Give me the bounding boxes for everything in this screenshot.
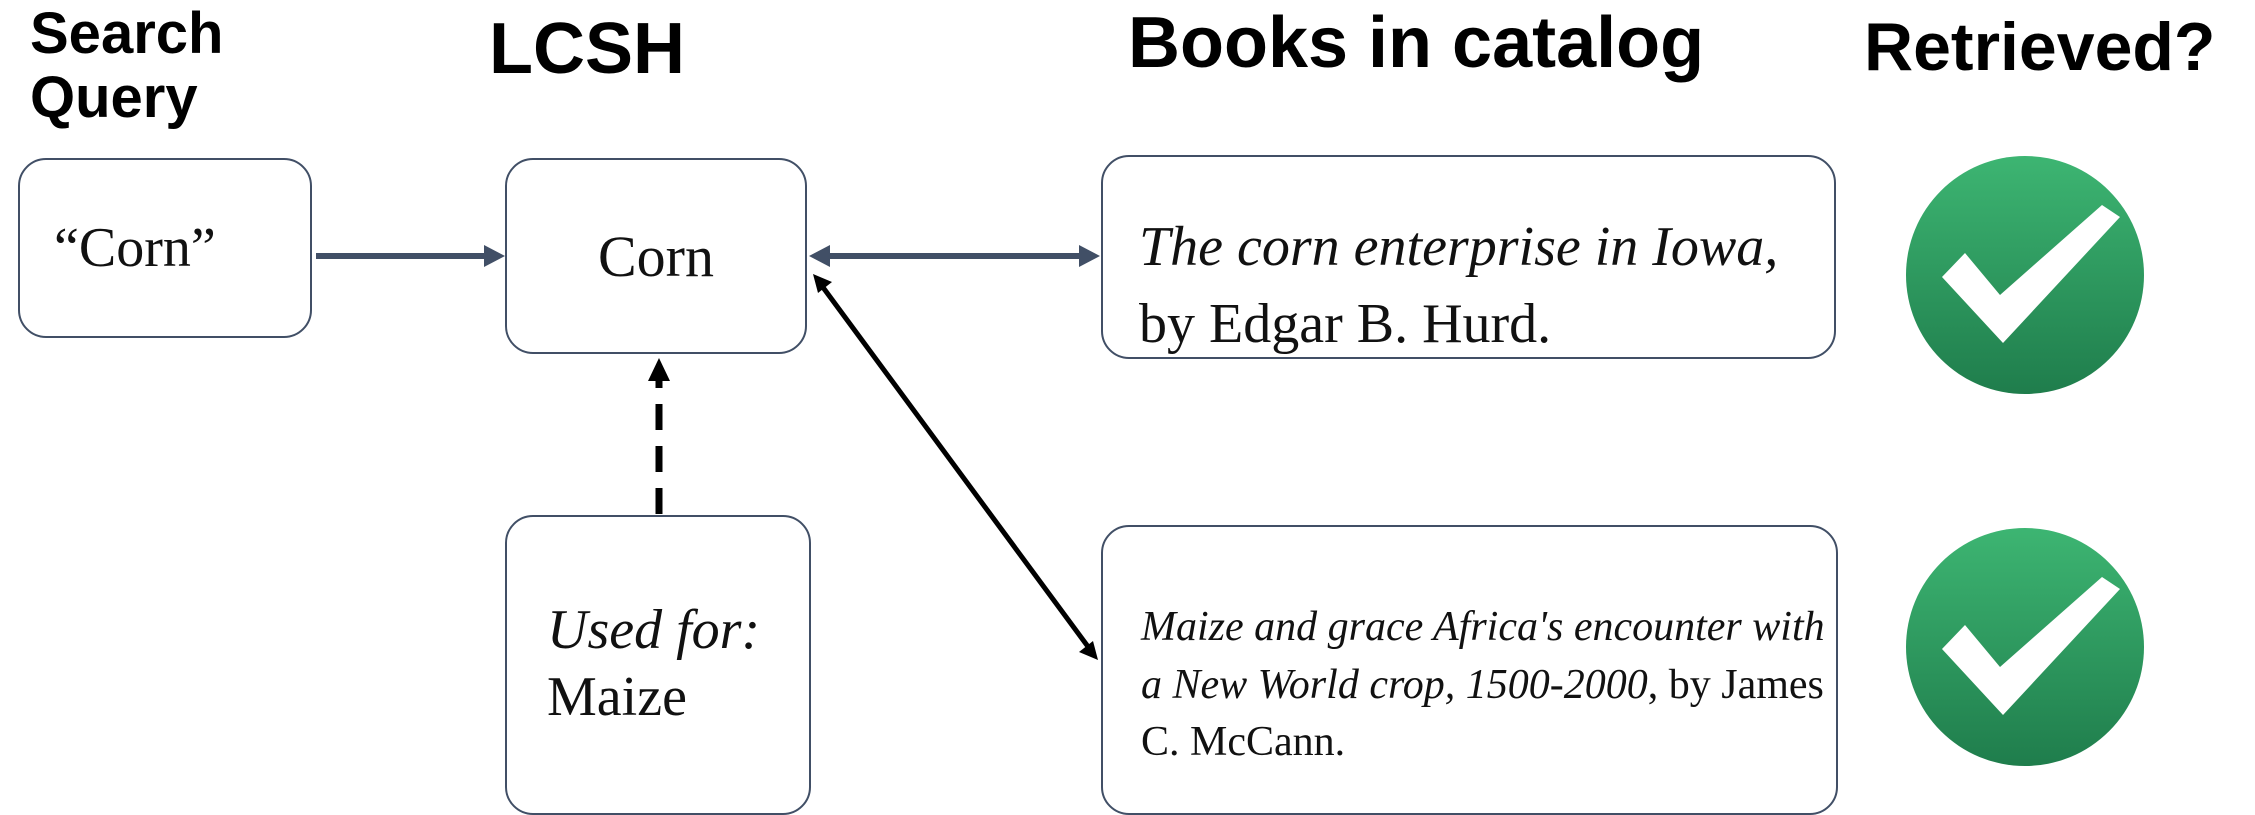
used-for-dashed-arrow — [648, 358, 670, 514]
book-card-2: Maize and grace Africa's encounter with … — [1101, 525, 1838, 815]
retrieved-header: Retrieved? — [1864, 9, 2216, 85]
search-query-header: Search Query — [30, 1, 224, 130]
book-title: The corn enterprise in Iowa, — [1139, 216, 1779, 278]
lcsh-book1-double-arrow — [809, 245, 1100, 267]
book-byline: , by James C. McCann. — [1141, 661, 1824, 766]
query-box: “Corn” — [18, 158, 312, 338]
query-to-lcsh-arrow — [316, 245, 505, 267]
lcsh-book2-double-arrow — [813, 274, 1098, 660]
check-icon — [1906, 528, 2144, 766]
used-for-label: Used for: — [547, 599, 761, 661]
used-for-box: Used for: Maize — [505, 515, 811, 815]
book-title: Maize and grace Africa's encounter with … — [1141, 604, 1825, 708]
check-icon — [1906, 156, 2144, 394]
query-text: “Corn” — [54, 217, 216, 279]
lcsh-heading-text: Corn — [598, 223, 714, 289]
lcsh-header: LCSH — [489, 9, 685, 89]
book-card-1: The corn enterprise in Iowa, by Edgar B.… — [1101, 155, 1836, 359]
books-header: Books in catalog — [1128, 3, 1705, 83]
connector-arrows — [316, 245, 1100, 660]
book-byline: by Edgar B. Hurd. — [1139, 292, 1552, 355]
lcsh-heading-box: Corn — [505, 158, 807, 354]
used-for-term: Maize — [547, 666, 687, 729]
